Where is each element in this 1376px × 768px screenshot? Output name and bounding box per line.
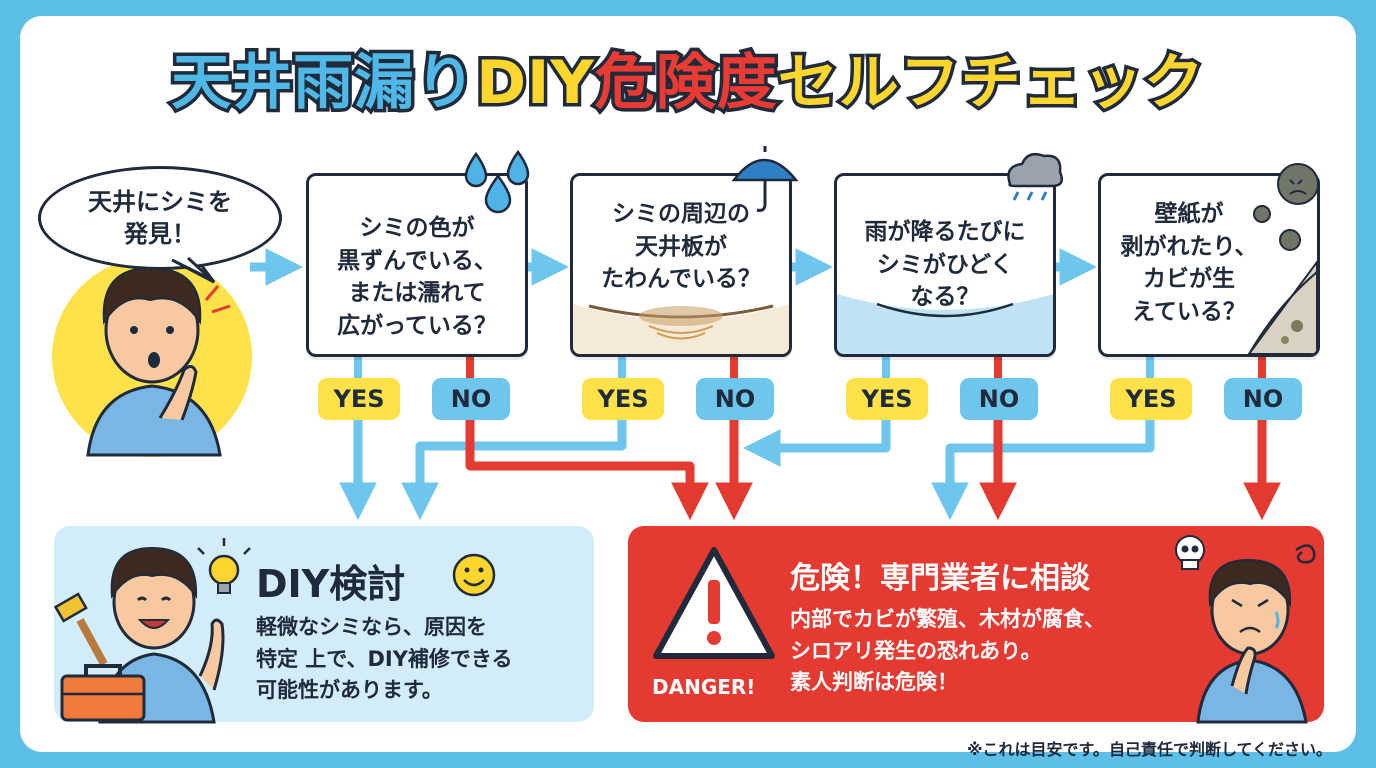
danger-title: 危険！専門業者に相談 bbox=[790, 561, 1090, 596]
start-speech-text: 天井にシミを 発見！ bbox=[88, 187, 232, 248]
arrow-no1-danger bbox=[465, 420, 709, 521]
yes-arrows bbox=[339, 420, 1155, 521]
question-box-2: シミの周辺の 天井板が たわんでいる？ bbox=[570, 173, 792, 357]
yes-pill-3: YES bbox=[846, 378, 928, 420]
question-1-text: シミの色が 黒ずんでいる、 または濡れて 広がっている？ bbox=[337, 215, 497, 339]
danger-label: DANGER! bbox=[652, 675, 756, 699]
question-4-text: 壁紙が 剥がれたり、 カビが生 えている？ bbox=[1120, 201, 1258, 325]
sagging-ceiling-illustration bbox=[573, 304, 789, 354]
arrow-yes3 bbox=[742, 420, 891, 467]
no-pill-3: NO bbox=[960, 378, 1038, 420]
question-2-text: シミの周辺の 天井板が たわんでいる？ bbox=[601, 201, 761, 293]
yes-pill-4: YES bbox=[1110, 378, 1192, 420]
question-box-1: シミの色が 黒ずんでいる、 または濡れて 広がっている？ bbox=[306, 173, 528, 357]
yes-pill-1: YES bbox=[318, 378, 400, 420]
no-pill-2: NO bbox=[696, 378, 774, 420]
no-arrows bbox=[465, 420, 1281, 521]
question-box-3: 雨が降るたびに シミがひどく なる？ bbox=[834, 173, 1056, 357]
disclaimer-footnote: ※これは目安です。自己責任で判断してください。 bbox=[967, 740, 1332, 759]
arrow-yes2-diy bbox=[401, 420, 627, 521]
surprise-marks-icon bbox=[204, 285, 231, 314]
danger-body: 内部でカビが繁殖、木材が腐食、 シロアリ発生の恐れあり。 素人判断は危険！ bbox=[790, 607, 1105, 694]
question-3-text: 雨が降るたびに シミがひどく なる？ bbox=[864, 219, 1026, 311]
no-pill-4: NO bbox=[1224, 378, 1302, 420]
water-pool-illustration bbox=[837, 294, 1053, 354]
start-person-illustration bbox=[86, 266, 231, 457]
diy-title: DIY検討 bbox=[256, 562, 406, 606]
yes-pill-2: YES bbox=[582, 378, 664, 420]
title-part-diy: DIY bbox=[473, 45, 598, 122]
title-part-danger: 危険度 bbox=[591, 45, 780, 122]
start-speech-bubble: 天井にシミを 発見！ bbox=[38, 166, 282, 270]
title-part-selfcheck: セルフチェック bbox=[774, 45, 1207, 122]
arrow-yes4 bbox=[931, 420, 1155, 521]
no-pill-1: NO bbox=[432, 378, 510, 420]
diy-body: 軽微なシミなら、原因を 特定 上で、DIY補修できる 可能性があります。 bbox=[256, 615, 513, 702]
page-title: 天井雨漏りDIY危険度セルフチェック bbox=[0, 34, 1376, 122]
question-box-4: 壁紙が 剥がれたり、 カビが生 えている？ bbox=[1098, 173, 1320, 357]
title-part-leak: 天井雨漏り bbox=[168, 45, 479, 122]
peeling-wallpaper-illustration bbox=[1247, 260, 1317, 354]
